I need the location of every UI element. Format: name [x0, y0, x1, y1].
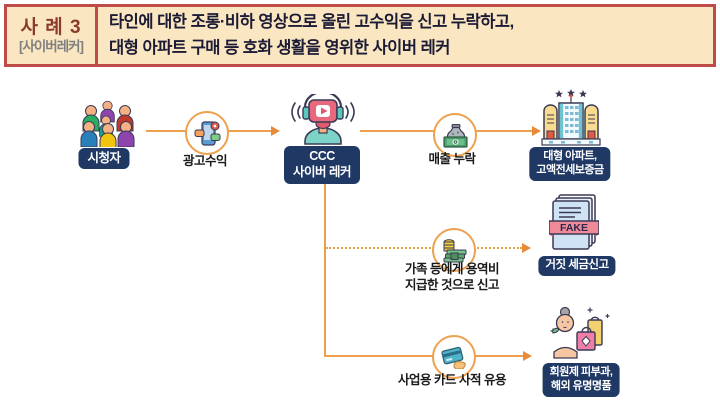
- phone-ads-icon: [194, 120, 220, 146]
- service-fee-caption-line1: 가족 등에게 용역비: [405, 262, 499, 276]
- luxury-label-line2: 해외 유명명품: [550, 380, 612, 393]
- apartment-label-line1: 대형 아파트,: [543, 150, 597, 162]
- spa-shopping-icon: [550, 306, 610, 359]
- credit-card-hand-icon: [440, 346, 466, 369]
- viewers-label: 시청자: [78, 148, 130, 170]
- streamer-headset-icon: [291, 94, 355, 145]
- service-fee-caption: 가족 등에게 용역비 지급한 것으로 신고: [405, 262, 499, 293]
- arrowhead-to-wrecker: [271, 126, 280, 136]
- luxury-label: 회원제 피부과, 해외 유명명품: [542, 363, 620, 397]
- wrecker-label: CCC 사이버 레커: [284, 146, 360, 184]
- arrowhead-to-fake-doc: [522, 243, 531, 253]
- arrowhead-to-apartment: [532, 126, 541, 136]
- service-fee-caption-line2: 지급한 것으로 신고: [405, 277, 499, 292]
- apartment-label: 대형 아파트, 고액전세보증금: [529, 147, 611, 181]
- money-bag-icon: [442, 123, 468, 148]
- card-misuse-node: [432, 335, 476, 379]
- header-title-line1: 타인에 대한 조롱·비하 영상으로 올린 고수익을 신고 누락하고,: [109, 12, 514, 31]
- wrecker-role: 사이버 레커: [293, 165, 351, 180]
- ad-revenue-node: [185, 111, 229, 155]
- flow-line-dotted-service-fee: [326, 247, 522, 249]
- case-subtitle: [사이버레커]: [18, 38, 84, 54]
- card-misuse-caption: 사업용 카드 사적 유용: [398, 373, 506, 387]
- cash-stack-icon: [443, 238, 467, 262]
- apartment-label-line2: 고액전세보증금: [536, 164, 604, 177]
- arrowhead-to-luxury: [523, 351, 532, 361]
- flow-line-vertical-branch: [324, 184, 326, 357]
- header-case-cell: 사 례 3 [사이버레커]: [7, 7, 98, 64]
- fake-document-icon: FAKE: [549, 194, 599, 250]
- header-banner: 사 례 3 [사이버레커] 타인에 대한 조롱·비하 영상으로 올린 고수익을 …: [4, 4, 716, 67]
- ad-revenue-caption: 광고수익: [182, 154, 228, 168]
- service-fee-node: [432, 228, 476, 272]
- fake-stamp-text: FAKE: [560, 222, 588, 234]
- fake-tax-label: 거짓 세금신고: [538, 256, 616, 276]
- luxury-label-line1: 회원제 피부과,: [549, 366, 613, 378]
- viewers-crowd-icon: [80, 100, 135, 147]
- wrecker-name: CCC: [309, 149, 335, 163]
- flow-line-card-misuse: [325, 355, 524, 357]
- header-title-cell: 타인에 대한 조롱·비하 영상으로 올린 고수익을 신고 누락하고, 대형 아파…: [98, 7, 713, 64]
- case-number: 사 례 3: [20, 16, 82, 38]
- header-title-line2: 대형 아파트 구매 등 호화 생활을 영위한 사이버 레커: [109, 38, 450, 57]
- sales-omission-node: [433, 113, 477, 157]
- apartment-buildings-icon: [541, 89, 601, 146]
- sales-omission-caption: 매출 누락: [428, 152, 476, 166]
